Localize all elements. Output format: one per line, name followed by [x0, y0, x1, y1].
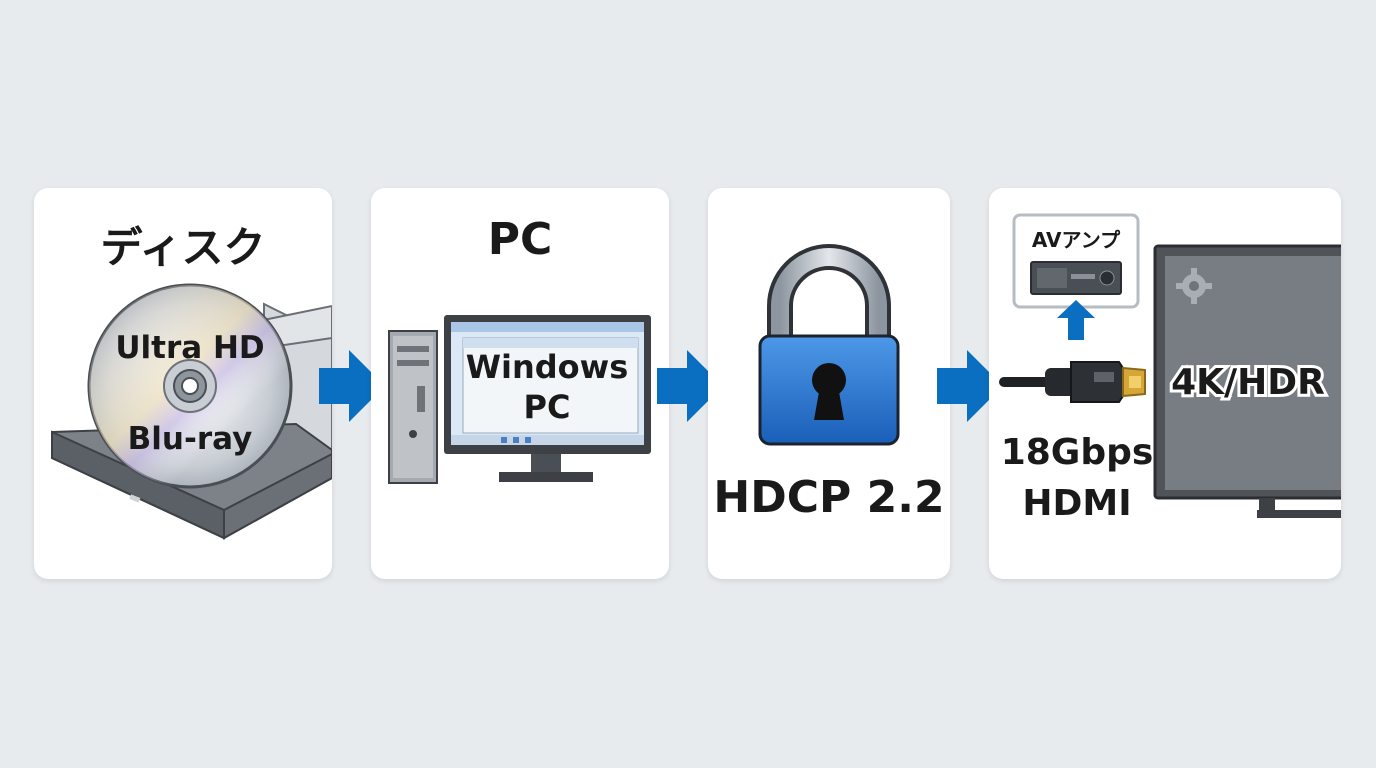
monitor-icon: Windows PC — [444, 315, 651, 482]
disk-title: ディスク — [100, 223, 266, 272]
gear-icon — [1176, 268, 1212, 304]
tv-icon: 4K/HDR — [1153, 244, 1341, 518]
cable-label-line2: HDMI — [1022, 483, 1131, 524]
arrow-right-icon — [937, 350, 1003, 422]
padlock-icon — [758, 244, 900, 446]
output-panel: AVアンプ 4K/HDR — [989, 188, 1341, 579]
hdmi-cable-icon — [999, 361, 1146, 403]
hdcp-label: HDCP 2.2 — [713, 472, 945, 523]
disk-illustration: Ultra HD Blu-ray — [51, 283, 332, 540]
av-amplifier-box: AVアンプ — [1012, 213, 1140, 309]
pc-title: PC — [487, 214, 553, 265]
screen-label-line1: Windows — [466, 348, 629, 386]
disc-icon: Ultra HD Blu-ray — [87, 283, 293, 489]
hdcp-panel: HDCP 2.2 — [708, 188, 950, 579]
cable-label-line1: 18Gbps — [1001, 432, 1154, 473]
pc-illustration: Windows PC — [388, 315, 651, 484]
disk-panel: ディスク — [34, 188, 332, 579]
av-amplifier-icon — [1030, 261, 1122, 295]
screen-label-line2: PC — [524, 388, 571, 426]
disc-label-line1: Ultra HD — [115, 330, 264, 366]
output-illustration: AVアンプ 4K/HDR — [999, 213, 1341, 524]
tv-label: 4K/HDR — [1171, 362, 1325, 403]
desktop-tower-icon — [388, 330, 438, 484]
arrow-up-icon — [1057, 300, 1095, 340]
arrow-right-icon — [319, 350, 385, 422]
arrow-right-icon — [657, 350, 723, 422]
pc-panel: PC Windows PC — [371, 188, 669, 579]
disc-label-line2: Blu-ray — [128, 421, 253, 457]
av-amp-label: AVアンプ — [1032, 228, 1121, 252]
